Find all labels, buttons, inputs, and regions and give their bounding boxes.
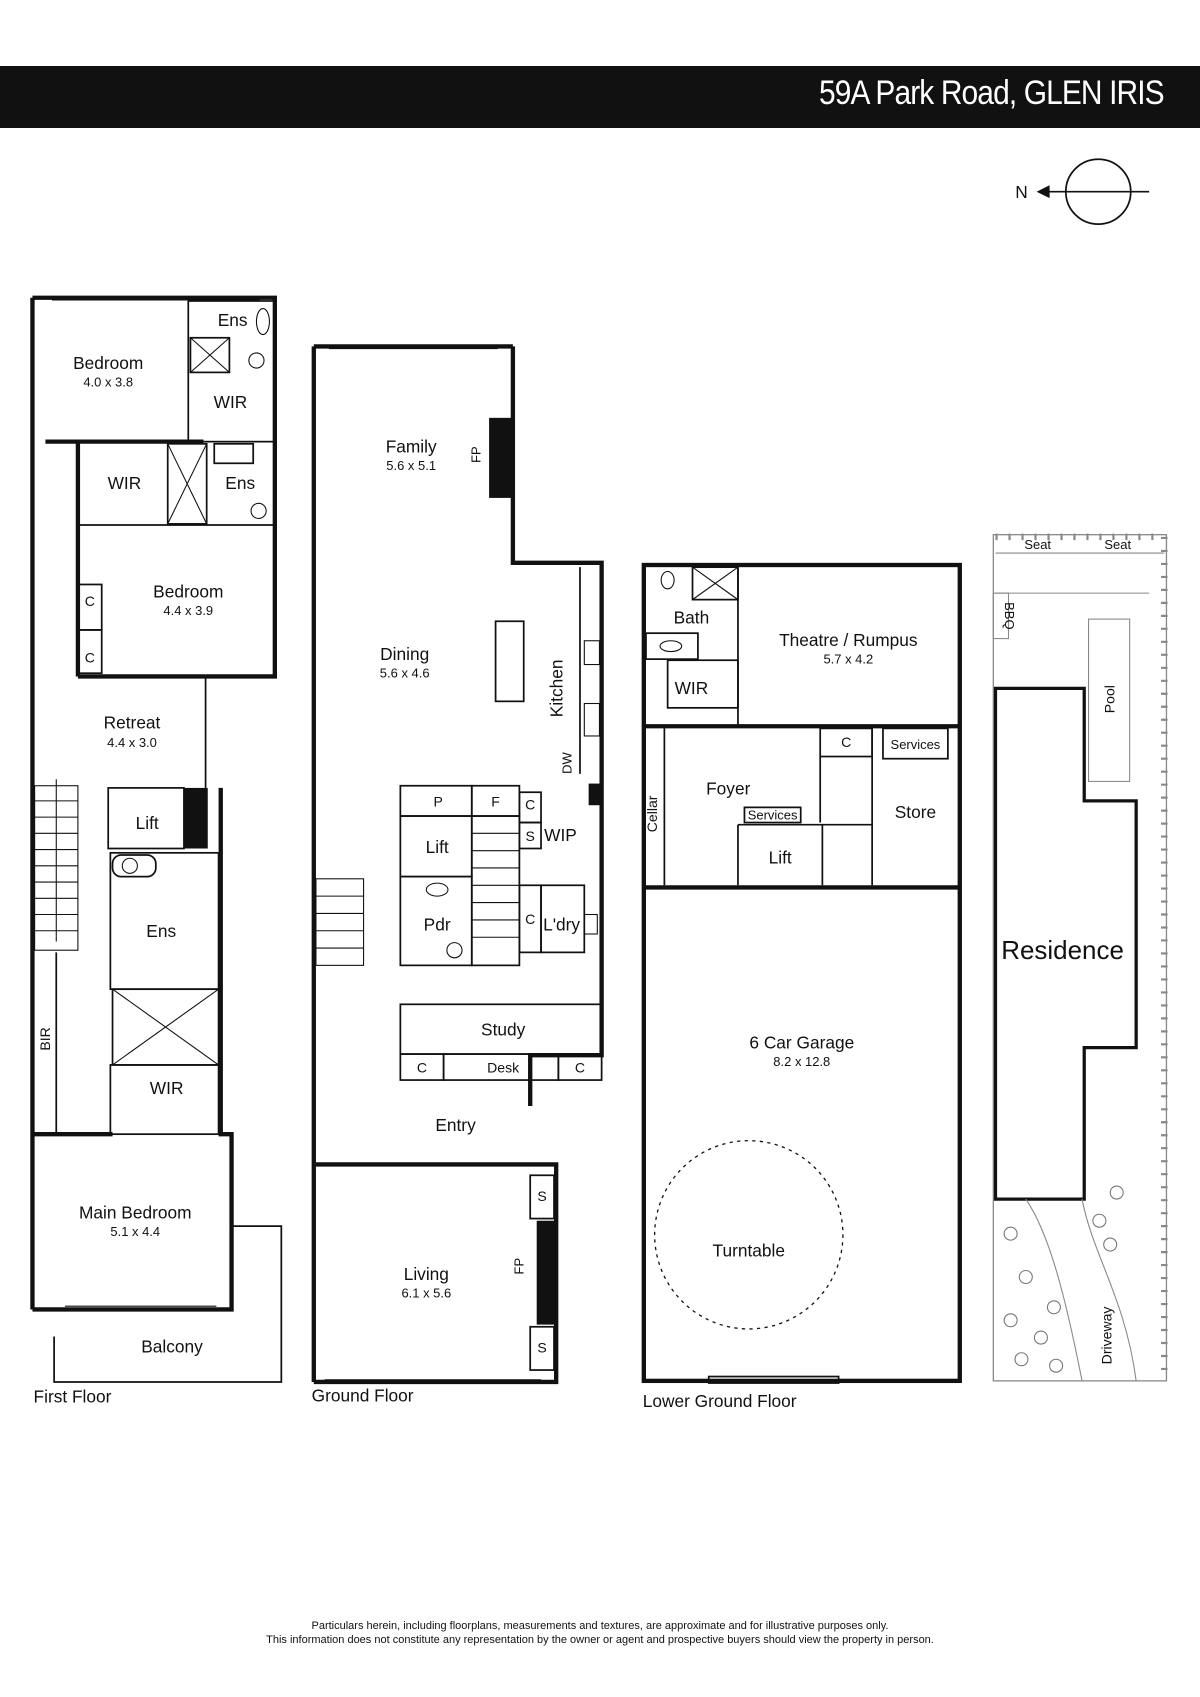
address-header-bar: 59A Park Road, GLEN IRIS xyxy=(0,66,1200,128)
disclaimer-line-1: Particulars herein, including floorplans… xyxy=(311,1620,889,1632)
room-label: Store xyxy=(895,802,936,822)
room-label: S xyxy=(526,828,535,844)
site-label: Pool xyxy=(1102,685,1118,713)
disclaimer-line-2: This information does not constitute any… xyxy=(266,1634,934,1646)
room-label: Ens xyxy=(218,310,248,330)
room-label: Pdr xyxy=(424,915,451,935)
room-label: Balcony xyxy=(141,1337,203,1357)
room-label: Lift xyxy=(769,848,792,868)
room-dimensions: 4.0 x 3.8 xyxy=(83,374,133,389)
floor-caption: Lower Ground Floor xyxy=(643,1391,797,1411)
residence-label: Residence xyxy=(1001,935,1124,965)
room-label: Foyer xyxy=(706,778,750,798)
ground-floor-plan: Family 5.6 x 5.1 FP Dining 5.6 x 4.6 Kit… xyxy=(311,344,604,1405)
room-label: WIR xyxy=(108,473,142,493)
room-dimensions: 5.7 x 4.2 xyxy=(823,651,873,666)
room-label: C xyxy=(417,1059,427,1075)
site-label: Seat xyxy=(1024,537,1051,552)
room-label: C xyxy=(575,1059,585,1075)
room-dimensions: 5.6 x 5.1 xyxy=(386,458,436,473)
site-plan: Seat Seat BBQ Pool Residence Driveway xyxy=(992,533,1168,1382)
room-label: WIP xyxy=(544,825,577,845)
room-label: C xyxy=(85,593,95,609)
room-label: WIR xyxy=(214,392,248,412)
turntable-outline xyxy=(653,1140,844,1330)
north-label: N xyxy=(1015,182,1027,202)
room-dimensions: 4.4 x 3.0 xyxy=(107,735,157,750)
room-label: Desk xyxy=(487,1059,520,1075)
room-label: Kitchen xyxy=(547,660,567,718)
room-label: Dining xyxy=(380,644,429,664)
stairs-icon xyxy=(34,779,79,951)
room-label: Services xyxy=(748,807,798,822)
room-label: FP xyxy=(468,446,483,463)
room-label: Ens xyxy=(146,921,176,941)
lower-ground-floor-plan: Bath WIR Theatre / Rumpus 5.7 x 4.2 C Se… xyxy=(641,562,962,1411)
site-label: Driveway xyxy=(1098,1307,1114,1365)
room-label: Theatre / Rumpus xyxy=(779,630,918,650)
room-label: P xyxy=(434,793,443,809)
room-label: Services xyxy=(891,737,941,752)
room-label: Retreat xyxy=(104,712,161,732)
room-label: Lift xyxy=(136,813,159,833)
room-dimensions: 5.6 x 4.6 xyxy=(380,666,430,681)
room-label: Bath xyxy=(674,607,710,627)
stairs-icon xyxy=(315,878,365,966)
room-label: Turntable xyxy=(713,1240,785,1260)
room-label: 6 Car Garage xyxy=(749,1033,854,1053)
site-label: Seat xyxy=(1104,537,1131,552)
room-dimensions: 5.1 x 4.4 xyxy=(110,1224,160,1239)
room-label: BIR xyxy=(37,1027,53,1050)
room-label: Family xyxy=(386,436,437,456)
room-label: Main Bedroom xyxy=(79,1203,191,1223)
room-label: Living xyxy=(404,1264,449,1284)
room-label: F xyxy=(491,793,500,809)
room-label: C xyxy=(85,649,95,665)
room-label: Lift xyxy=(426,837,449,857)
room-label: Study xyxy=(481,1020,526,1040)
room-label: S xyxy=(537,1188,546,1204)
room-label: FP xyxy=(512,1258,527,1275)
room-label: Bedroom xyxy=(73,353,143,373)
first-floor-plan: Bedroom 4.0 x 3.8 Ens WIR WIR Ens Bedroo… xyxy=(30,295,283,1407)
room-dimensions: 8.2 x 12.8 xyxy=(773,1054,830,1069)
room-label: WIR xyxy=(150,1078,184,1098)
room-dimensions: 4.4 x 3.9 xyxy=(163,603,213,618)
room-label: C xyxy=(525,911,535,927)
room-label: C xyxy=(841,734,851,750)
room-dimensions: 6.1 x 5.6 xyxy=(401,1286,451,1301)
room-label: Cellar xyxy=(644,795,660,832)
room-label: Bedroom xyxy=(153,581,223,601)
address-title: 59A Park Road, GLEN IRIS xyxy=(819,74,1165,112)
north-compass-icon: N xyxy=(1015,158,1150,226)
room-label: S xyxy=(537,1340,546,1356)
floor-caption: First Floor xyxy=(34,1387,112,1407)
site-label: BBQ xyxy=(1002,602,1017,629)
room-label: Entry xyxy=(435,1115,476,1135)
room-label: Ens xyxy=(225,473,255,493)
room-label: WIR xyxy=(675,678,709,698)
residence-outline xyxy=(993,686,1138,1201)
room-label: C xyxy=(525,797,535,813)
floor-caption: Ground Floor xyxy=(312,1385,414,1405)
room-label: L'dry xyxy=(543,915,580,935)
room-label: DW xyxy=(559,751,574,773)
